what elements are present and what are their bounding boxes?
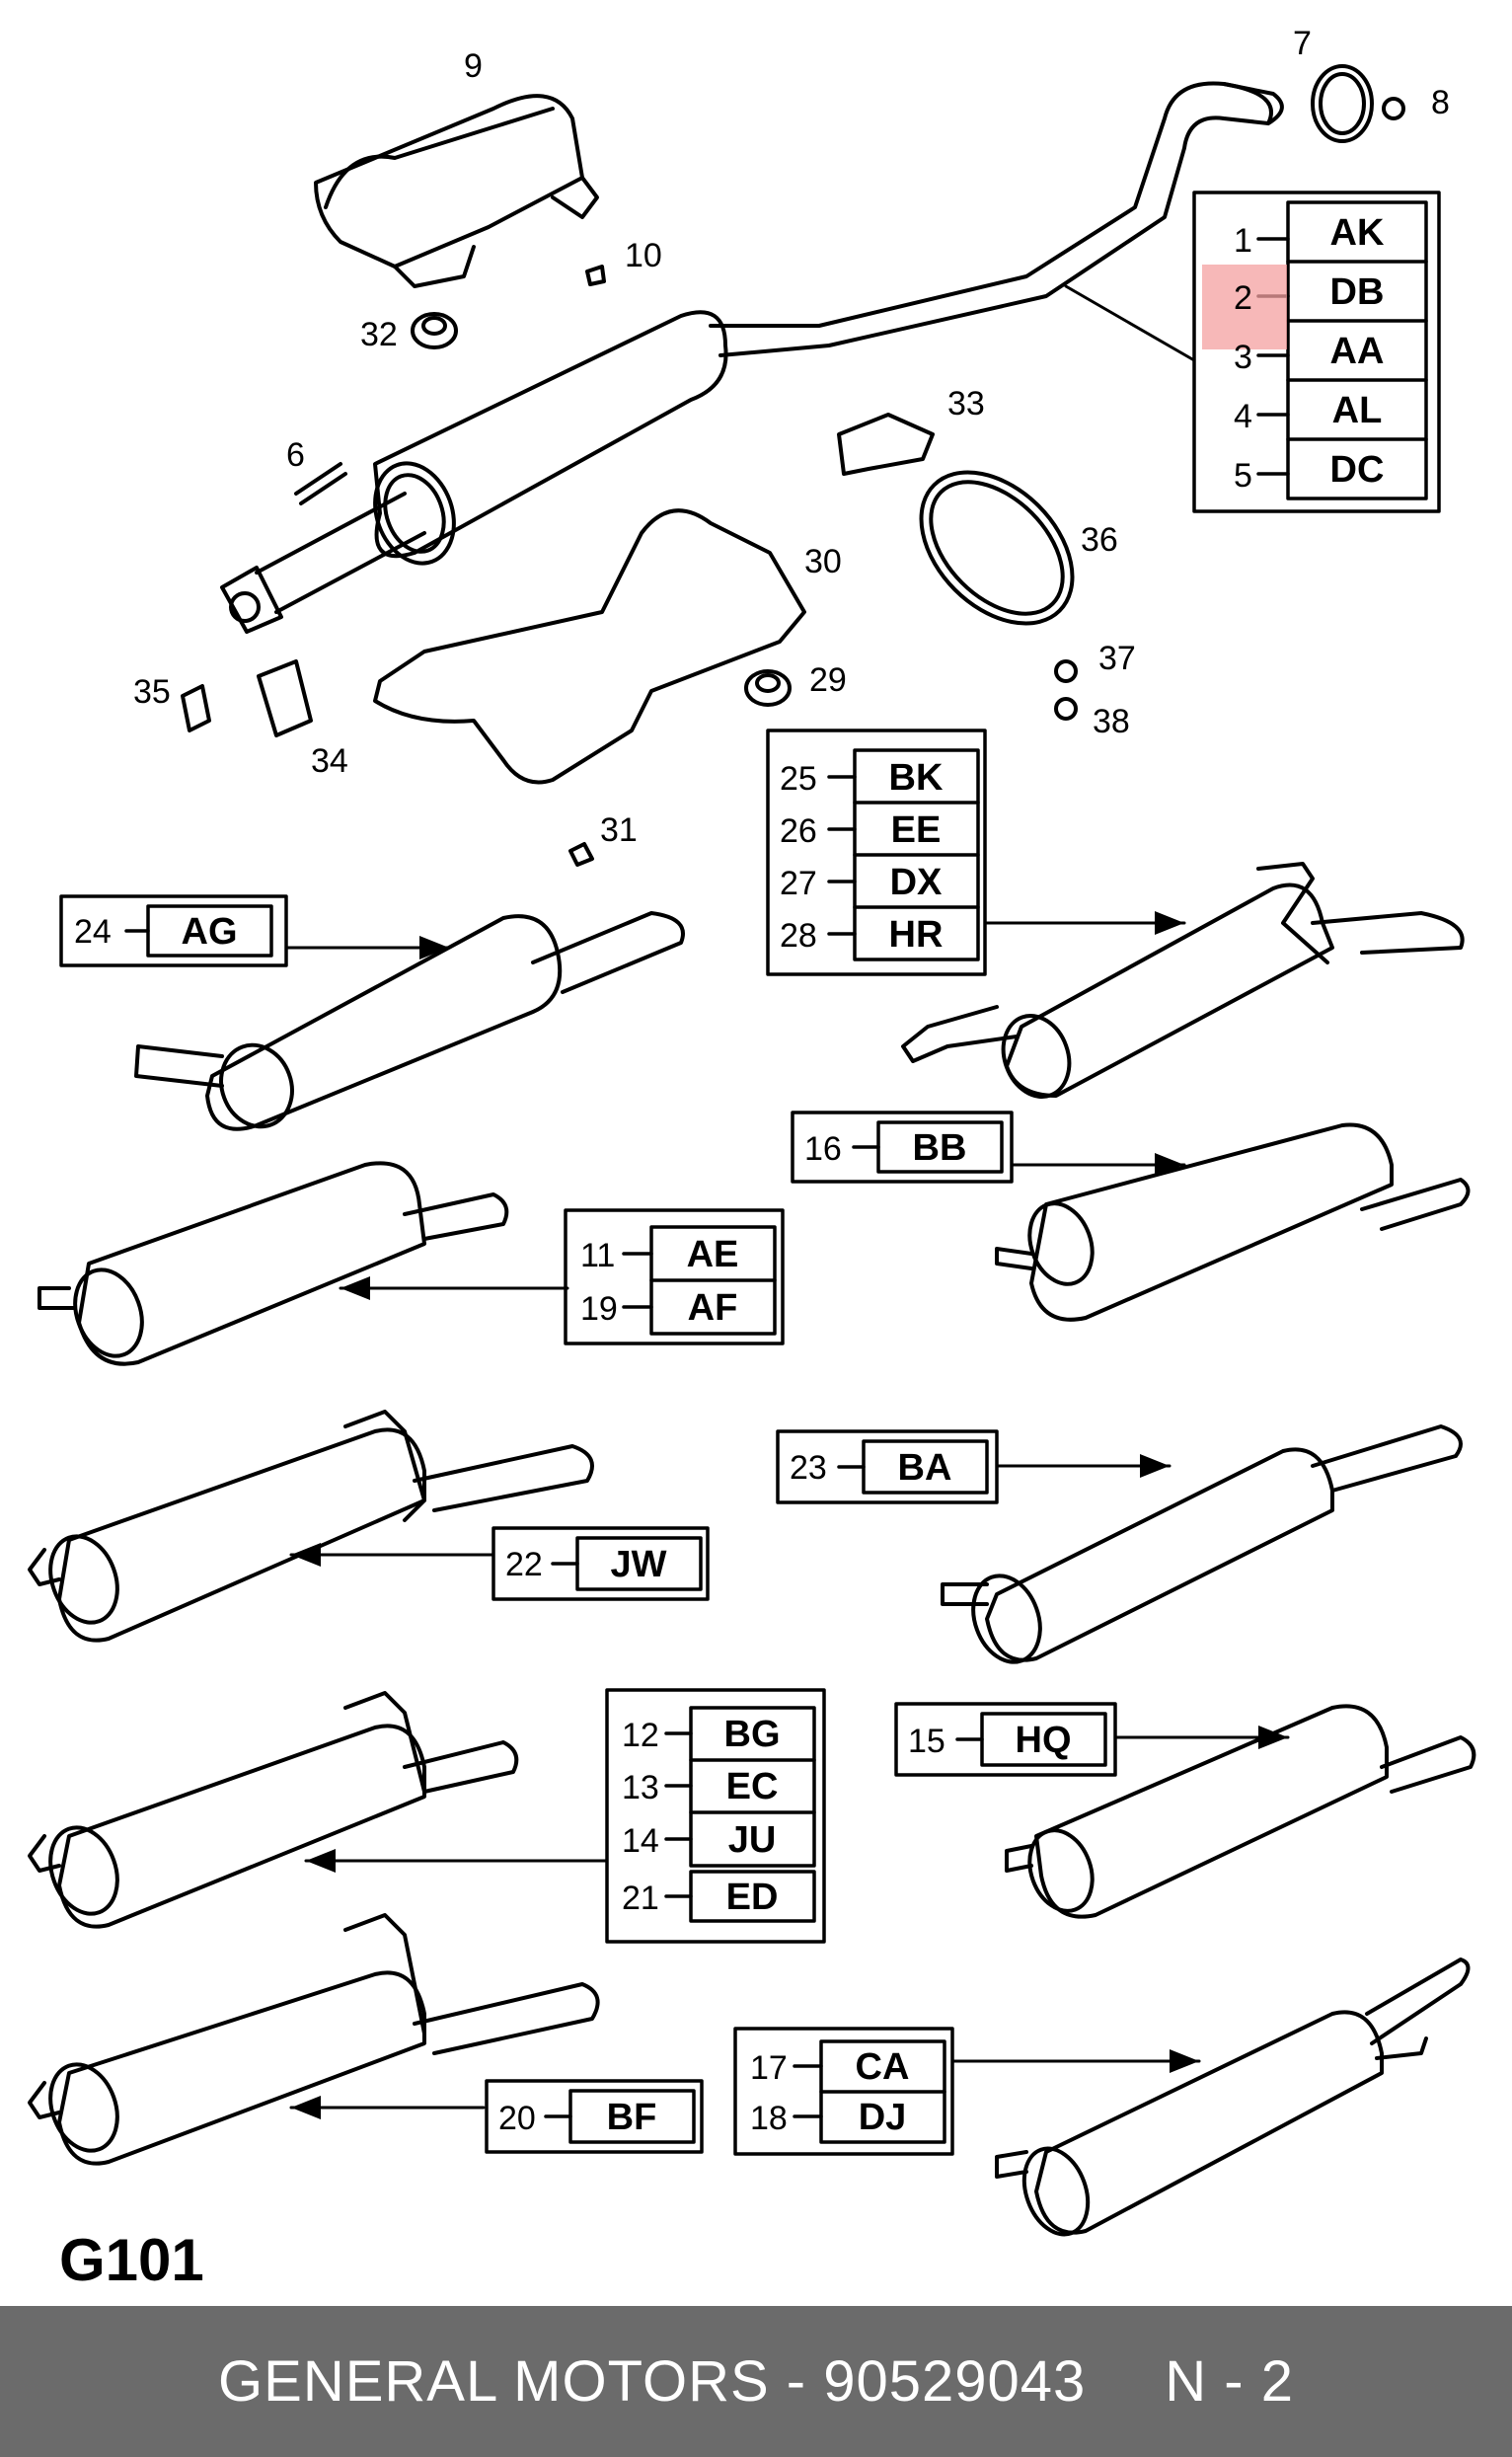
table-code: DX bbox=[890, 862, 943, 903]
silencer-28-drawing bbox=[901, 862, 1465, 1099]
part-number: 6 bbox=[286, 436, 305, 474]
table-code: BK bbox=[889, 757, 944, 799]
heat-shield-9-drawing bbox=[314, 94, 599, 288]
part-number: 8 bbox=[1431, 84, 1450, 121]
table-number: 16 bbox=[804, 1130, 842, 1168]
silencer-23-drawing bbox=[941, 1424, 1463, 1664]
part-number: 2 bbox=[1234, 279, 1252, 317]
table-code: JU bbox=[728, 1819, 777, 1861]
table-code: AA bbox=[1330, 331, 1385, 372]
table-code: BF bbox=[607, 2097, 657, 2138]
table-number: 28 bbox=[780, 917, 817, 955]
part-number: 3 bbox=[1234, 339, 1252, 376]
table-code: AK bbox=[1330, 212, 1385, 254]
table-number: 14 bbox=[622, 1822, 659, 1860]
silencer-16-drawing bbox=[995, 1122, 1471, 1322]
table-number: 24 bbox=[74, 913, 112, 951]
table-code: JW bbox=[611, 1544, 667, 1585]
table-code: AL bbox=[1332, 390, 1383, 431]
table-code: AG bbox=[182, 911, 238, 953]
footer-page: N - 2 bbox=[1165, 2349, 1294, 2414]
part-number: 9 bbox=[464, 47, 483, 85]
exhaust-system-drawing: 1 2 3 4 5 6 7 8 9 10 29 30 31 32 33 34 3… bbox=[28, 25, 1476, 2293]
table-number: 20 bbox=[498, 2100, 536, 2137]
arrowheads bbox=[291, 911, 1288, 2119]
part-number: 29 bbox=[809, 661, 847, 699]
part-number: 38 bbox=[1093, 703, 1130, 740]
table-number: 26 bbox=[780, 812, 817, 850]
table-codes: AK DB AA AL DC BK EE DX HR AG BB AE AF B… bbox=[182, 212, 1385, 2138]
part-number: 37 bbox=[1098, 640, 1136, 677]
part-number: 34 bbox=[311, 742, 348, 780]
part-number-labels: 1 2 3 4 5 6 7 8 9 10 29 30 31 32 33 34 3… bbox=[74, 25, 1450, 2137]
table-code: HR bbox=[889, 914, 944, 956]
part-number: 1 bbox=[1234, 222, 1252, 260]
table-number: 23 bbox=[790, 1449, 827, 1487]
part-number: 4 bbox=[1234, 398, 1252, 435]
table-code: DJ bbox=[859, 2097, 907, 2138]
small-hardware-drawing bbox=[181, 64, 1405, 867]
table-number: 11 bbox=[580, 1237, 615, 1274]
silencer-22-drawing bbox=[28, 1410, 594, 1643]
diagram-code: G101 bbox=[59, 2227, 204, 2293]
table-code: ED bbox=[726, 1877, 779, 1918]
table-code: DB bbox=[1330, 271, 1385, 313]
table-number: 13 bbox=[622, 1769, 659, 1806]
table-code: AE bbox=[687, 1234, 739, 1275]
silencer-12-drawing bbox=[28, 1691, 519, 1929]
part-number: 35 bbox=[133, 673, 171, 711]
table-number: 21 bbox=[622, 1880, 659, 1917]
table-code: AF bbox=[688, 1287, 738, 1329]
table-code: EC bbox=[726, 1766, 779, 1807]
part-number: 5 bbox=[1234, 457, 1252, 495]
highlight-row-2 bbox=[1202, 265, 1287, 349]
silencer-24-drawing bbox=[134, 911, 685, 1131]
table-number: 19 bbox=[580, 1290, 618, 1328]
footer-bar: GENERAL MOTORS - 90529043 N - 2 bbox=[0, 2306, 1512, 2457]
silencer-15-drawing bbox=[1005, 1704, 1476, 1919]
table-number: 18 bbox=[750, 2100, 788, 2137]
part-number: 10 bbox=[625, 237, 662, 274]
table-number: 17 bbox=[750, 2049, 788, 2087]
heat-shield-30-drawing bbox=[373, 508, 806, 785]
table-code: EE bbox=[891, 809, 942, 851]
footer-brand-part: GENERAL MOTORS - 90529043 bbox=[218, 2349, 1087, 2414]
silencer-20-drawing bbox=[28, 1913, 600, 2166]
table-number: 22 bbox=[505, 1546, 543, 1583]
part-number: 36 bbox=[1081, 521, 1118, 559]
table-code: BB bbox=[913, 1127, 967, 1169]
front-exhaust-pipe-drawing bbox=[220, 81, 1284, 634]
table-number: 25 bbox=[780, 760, 817, 798]
table-number: 27 bbox=[780, 865, 817, 902]
table-code: CA bbox=[856, 2046, 910, 2088]
silencer-11-drawing bbox=[38, 1161, 509, 1366]
part-number: 31 bbox=[600, 811, 638, 849]
table-code: HQ bbox=[1016, 1720, 1072, 1761]
table-number: 12 bbox=[622, 1717, 659, 1754]
part-number: 32 bbox=[360, 316, 398, 353]
part-number: 33 bbox=[947, 385, 985, 422]
table-code: BG bbox=[724, 1714, 781, 1755]
silencer-17-drawing bbox=[995, 1958, 1471, 2237]
part-number: 30 bbox=[804, 543, 842, 580]
part-number: 7 bbox=[1293, 25, 1312, 62]
table-number: 15 bbox=[908, 1723, 945, 1760]
table-code: BA bbox=[898, 1447, 952, 1489]
table-code: DC bbox=[1330, 449, 1385, 491]
